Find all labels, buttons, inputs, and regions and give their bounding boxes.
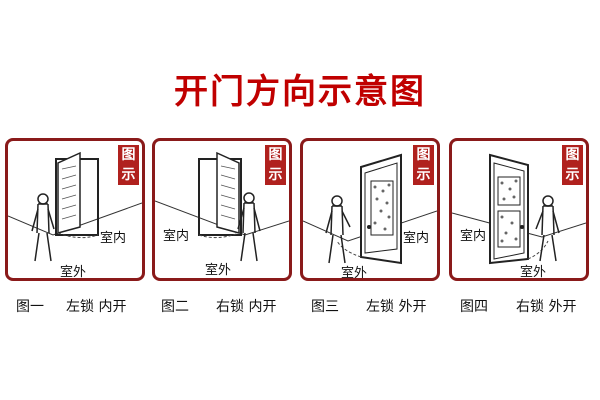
indoor-label: 室内 — [403, 231, 430, 246]
indoor-label: 室内 — [163, 229, 190, 244]
caption-desc-4: 右锁 外开 — [516, 299, 577, 315]
page-title: 开门方向示意图 — [174, 72, 426, 112]
outdoor-label: 室外 — [60, 265, 87, 280]
badge: 图 示 — [413, 145, 434, 185]
outdoor-label: 室外 — [205, 263, 232, 278]
badge: 图 示 — [265, 145, 286, 185]
caption-fig-2: 图二 — [161, 299, 189, 315]
caption-fig-4: 图四 — [460, 299, 488, 315]
door-illustration-4 — [452, 153, 586, 265]
door-illustration-3 — [303, 153, 437, 265]
indoor-label: 室内 — [100, 231, 127, 246]
indoor-label: 室内 — [460, 229, 487, 244]
door-panel-3: 图 示 室内 室外 — [300, 138, 440, 281]
outdoor-label: 室外 — [341, 266, 368, 281]
door-illustration-2 — [155, 151, 289, 262]
caption-fig-1: 图一 — [16, 299, 44, 315]
door-panel-4: 图 示 室内 室外 — [449, 138, 589, 281]
outdoor-label: 室外 — [520, 265, 547, 280]
caption-desc-2: 右锁 内开 — [216, 299, 277, 315]
door-illustration-1 — [8, 151, 142, 262]
caption-desc-3: 左锁 外开 — [366, 299, 427, 315]
door-panel-2: 图 示 室内 室外 — [152, 138, 292, 281]
door-panel-1: 图 示 室内 室外 — [5, 138, 145, 281]
badge: 图 示 — [562, 145, 583, 185]
caption-fig-3: 图三 — [311, 299, 339, 315]
caption-desc-1: 左锁 内开 — [66, 299, 127, 315]
badge: 图 示 — [118, 145, 139, 185]
